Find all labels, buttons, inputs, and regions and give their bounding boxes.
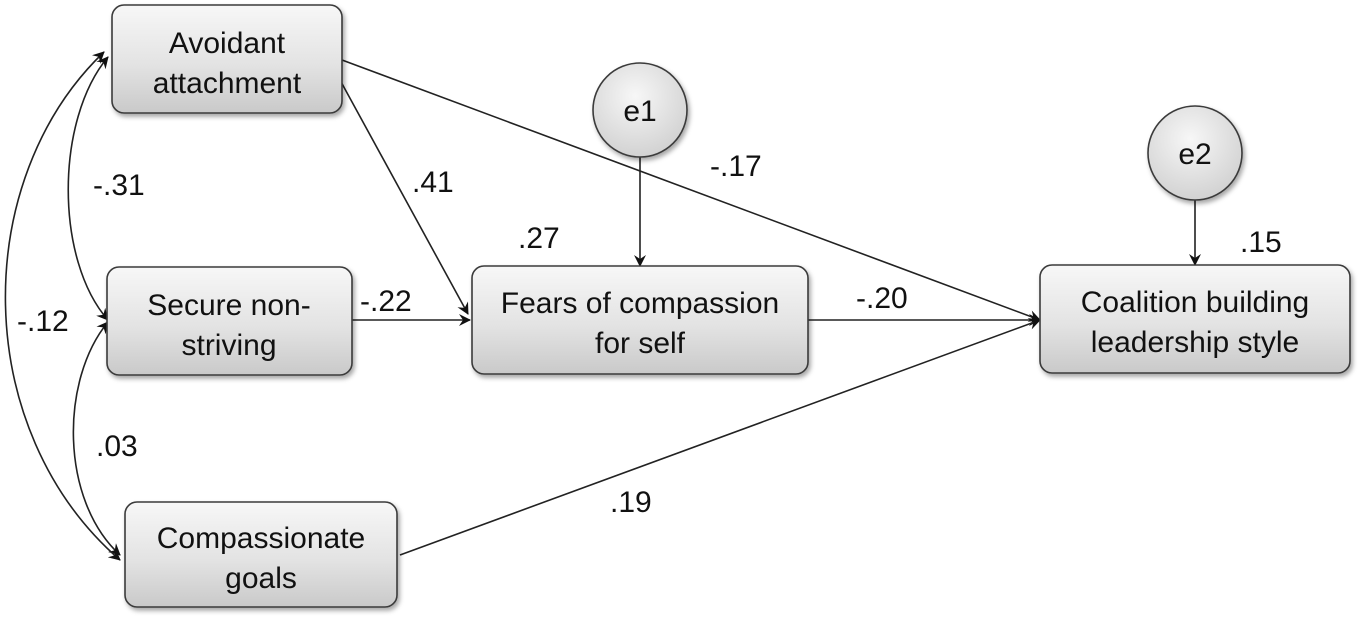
path-avoidant-fears — [339, 79, 469, 315]
error-e1: e1 — [592, 62, 688, 158]
node-secure-line2: striving — [181, 329, 276, 362]
node-avoidant-attachment: Avoidant attachment — [111, 4, 343, 114]
cov-avoidant-secure — [67, 56, 109, 321]
node-compassionate-line1: Compassionate — [157, 522, 365, 555]
cov-avoidant-compassionate — [4, 51, 121, 561]
coef-avoidant-coalition: -.17 — [710, 150, 762, 183]
r2-fears: .27 — [518, 222, 560, 255]
node-avoidant-line2: attachment — [153, 67, 302, 100]
error-e1-label: e1 — [623, 95, 656, 128]
node-coalition-line2: leadership style — [1091, 326, 1299, 359]
coef-secure-fears: -.22 — [360, 285, 412, 318]
node-secure-non-striving: Secure non- striving — [106, 266, 353, 376]
node-secure-line1: Secure non- — [147, 289, 310, 322]
node-avoidant-line1: Avoidant — [169, 27, 286, 60]
error-e2-label: e2 — [1178, 138, 1211, 171]
node-coalition-line1: Coalition building — [1081, 286, 1310, 319]
path-compassionate-coalition — [399, 318, 1041, 556]
node-coalition-building: Coalition building leadership style — [1039, 264, 1351, 374]
node-fears-line2: for self — [595, 327, 686, 360]
node-compassionate-line2: goals — [225, 562, 297, 595]
node-fears-line1: Fears of compassion — [501, 287, 779, 320]
error-e2: e2 — [1147, 105, 1243, 201]
path-avoidant-coalition — [341, 59, 1041, 322]
coef-compassionate-coalition: .19 — [610, 486, 652, 519]
coef-avoidant-fears: .41 — [412, 166, 454, 199]
coef-secure-compassionate: .03 — [96, 430, 138, 463]
coef-fears-coalition: -.20 — [856, 282, 908, 315]
r2-coalition: .15 — [1240, 226, 1282, 259]
coef-avoidant-compassionate: -.12 — [17, 305, 69, 338]
coef-avoidant-secure: -.31 — [93, 169, 145, 202]
node-fears-of-compassion: Fears of compassion for self — [471, 265, 809, 375]
node-compassionate-goals: Compassionate goals — [124, 501, 398, 608]
